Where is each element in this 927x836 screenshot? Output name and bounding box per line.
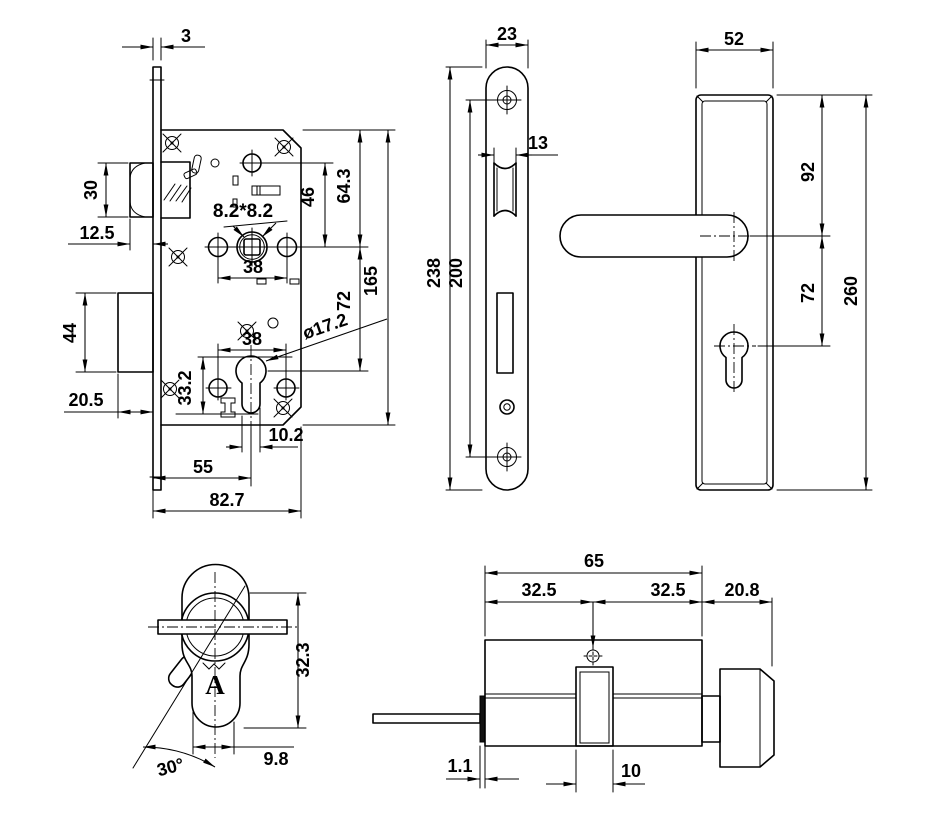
latch-bolt [129, 161, 192, 219]
handle-plate-extension-lines [695, 41, 873, 491]
lock-body-view: 3 30 12.5 8.2*8.2 46 64.3 38 165 72 44 2… [60, 26, 396, 519]
faceplate-latch-opening [493, 162, 517, 217]
dim-profile-width: 10.2 [268, 425, 303, 445]
turn-angle-arc [142, 744, 216, 768]
latch-spring [163, 183, 192, 203]
dim-deadbolt-height: 44 [60, 323, 80, 343]
fixing-screw-hole [583, 646, 603, 666]
cylinder-side-view: 65 32.5 32.5 20.8 1.1 10 [372, 551, 775, 793]
stop-bracket [220, 397, 236, 418]
dim-plate-width: 52 [724, 29, 744, 49]
knob-shaft [701, 695, 721, 743]
turn-angle-line [132, 585, 246, 769]
dim-backset: 55 [193, 457, 213, 477]
dim-turn-angle: 30° [155, 754, 186, 780]
dim-outside-half: 32.5 [521, 580, 556, 600]
brand-logo: A [205, 670, 225, 700]
dim-body-height: 165 [361, 266, 381, 296]
handle-plate-dimension-lines [696, 47, 869, 490]
cam [575, 666, 614, 747]
dim-cylinder-hole-spacing: 38 [242, 329, 262, 349]
dim-top-to-spindle: 64.3 [334, 168, 354, 203]
dim-spindle-square: 8.2*8.2 [213, 201, 273, 222]
cylinder-front-dimension-lines [193, 593, 301, 750]
dim-plate-height: 260 [841, 276, 861, 306]
keyhole-centerlines [714, 324, 756, 394]
lock-body-extension-lines [75, 37, 396, 519]
dim-handle-hole-spacing: 38 [243, 257, 263, 277]
dim-spindle-to-top-hole: 46 [298, 187, 318, 207]
dim-faceplate-height: 238 [424, 258, 444, 288]
dim-collar-thickness: 1.1 [447, 756, 472, 776]
handle-plate-outline [695, 94, 774, 491]
cylinder-front-view: A 32.3 9.8 30° [132, 563, 313, 780]
dim-profile-height: 33.2 [175, 370, 195, 405]
dim-top-to-handle: 92 [798, 162, 818, 182]
dim-cam-width: 10 [621, 761, 641, 781]
faceplate-bottom-screw [492, 442, 522, 472]
cylinder-housing [484, 639, 703, 747]
faceplate-outline [485, 66, 529, 491]
door-handle-lever [559, 214, 749, 258]
faceplate-top-screw [492, 85, 522, 115]
dim-inside-half: 32.5 [650, 580, 685, 600]
lock-case-outline [160, 129, 302, 426]
euro-cylinder-cutout [235, 355, 267, 414]
dim-faceplate-latch-width: 13 [528, 133, 548, 153]
dim-profile-diameter: ø17.2 [300, 309, 350, 343]
dim-handle-to-cylinder: 72 [798, 283, 818, 303]
handle-plate-corner-bevels [696, 95, 773, 490]
cylinder-front-centerlines [148, 572, 298, 758]
faceplate-deadbolt-slot [496, 292, 514, 374]
brand-logo-crown [202, 662, 226, 670]
dim-plate-thickness: 3 [181, 26, 191, 46]
dim-faceplate-width: 23 [497, 24, 517, 44]
dim-latch-height: 30 [81, 180, 101, 200]
deadbolt [117, 292, 154, 373]
dim-cylinder-body-width: 9.8 [263, 749, 288, 769]
internal-parts [183, 154, 300, 418]
thumbturn-knob [719, 668, 775, 768]
dim-body-depth: 82.7 [209, 490, 244, 510]
faceplate-view: 23 13 238 200 [424, 24, 558, 491]
dim-cylinder-length: 65 [584, 551, 604, 571]
dim-faceplate-screw-spacing: 200 [446, 258, 466, 288]
plug-split-lines [484, 693, 703, 699]
dim-cylinder-profile-height: 32.3 [293, 642, 313, 677]
cylinder-profile-silhouette [181, 563, 250, 728]
handle-plate-view: 52 92 72 260 [559, 29, 873, 491]
faceplate-dimension-lines [447, 42, 558, 490]
handle-plate-keyhole [719, 331, 749, 389]
key-blade [372, 713, 481, 724]
dim-deadbolt-throw: 20.5 [68, 390, 103, 410]
handle-plate-bevel [701, 100, 768, 485]
dim-knob-length: 20.8 [724, 580, 759, 600]
cylinder-side-dimension-lines [446, 570, 772, 787]
faceplate-guide-hole [499, 399, 515, 415]
lock-body-dimension-lines [64, 44, 391, 514]
dim-latch-protrusion: 12.5 [79, 223, 114, 243]
dim-spindle-to-cylinder: 72 [334, 291, 354, 311]
